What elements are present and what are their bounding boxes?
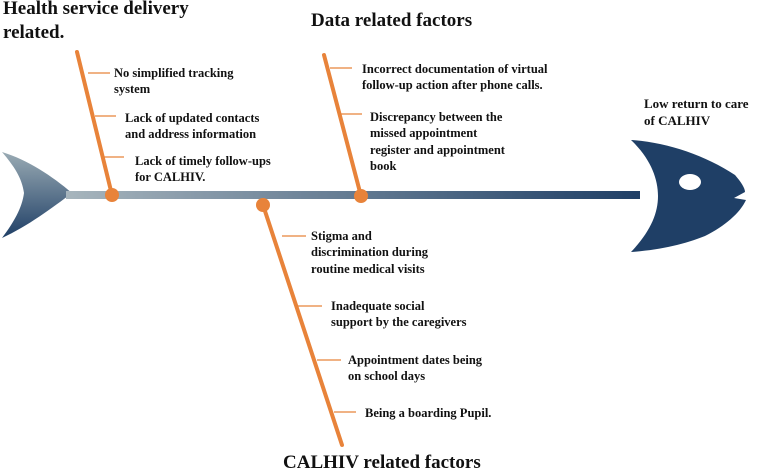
cause-health-2: Lack of updated contacts and address inf… (125, 111, 260, 142)
cause-health-3: Lack of timely follow-ups for CALHIV. (135, 154, 271, 185)
fish-eye (679, 174, 701, 190)
effect-label: Low return to care of CALHIV (644, 96, 749, 128)
cause-health-1: No simplified tracking system (114, 66, 234, 97)
bone-data (322, 53, 363, 198)
joint-calhiv (256, 198, 270, 212)
cause-calhiv-4: Being a boarding Pupil. (365, 406, 492, 420)
category-title-data: Data related factors (311, 10, 473, 31)
fish-spine (66, 191, 640, 199)
cause-calhiv-3: Appointment dates being on school days (348, 353, 483, 384)
cause-calhiv-2: Inadequate social support by the caregiv… (331, 299, 467, 330)
fish-tail (2, 152, 72, 238)
joint-data (354, 189, 368, 203)
bone-health-service (75, 50, 114, 197)
bones-group (75, 50, 368, 447)
joint-health-service (105, 188, 119, 202)
category-title-calhiv: CALHIV related factors (283, 452, 481, 468)
cause-data-1: Incorrect documentation of virtual follo… (362, 62, 548, 93)
cause-data-2: Discrepancy between the missed appointme… (370, 110, 505, 173)
bone-calhiv (261, 203, 344, 447)
fish-head (631, 140, 746, 252)
cause-calhiv-1: Stigma and discrimination during routine… (311, 229, 429, 276)
category-title-health-service: Health service delivery related. (3, 0, 189, 43)
